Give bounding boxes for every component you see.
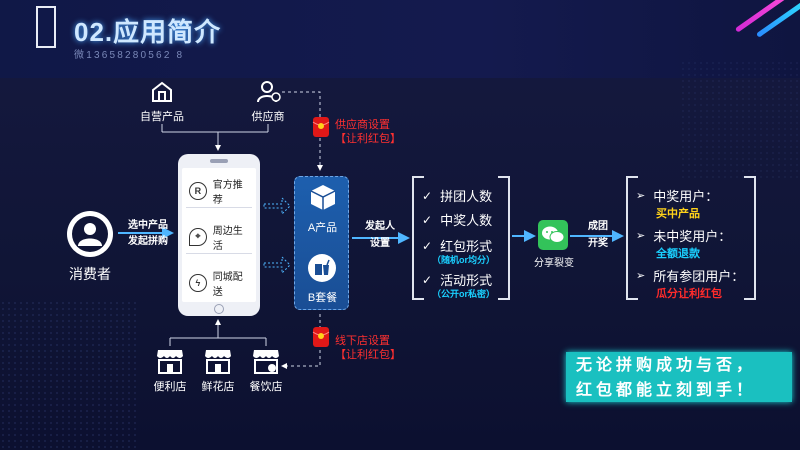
consumer-avatar-icon — [67, 211, 113, 257]
consumer-action: 选中产品 发起拼购 — [120, 218, 176, 250]
product-b-label: B套餐 — [307, 292, 338, 304]
chevron-right-icon: ➢ — [636, 270, 646, 282]
highlight-banner: 无论拼购成功与否， 红包都能立刻到手！ — [566, 352, 792, 402]
store-label: 餐饮店 — [249, 381, 283, 393]
settings-item-label: 中奖人数 — [440, 213, 493, 228]
product-a-label: A产品 — [307, 222, 338, 234]
check-icon: ✓ — [422, 188, 433, 203]
results-bracket-left — [626, 176, 638, 300]
share-label: 分享裂变 — [534, 258, 574, 269]
supplier-setting-line1: 供应商设置 — [335, 119, 390, 131]
initiator-line2: 设置 — [370, 238, 390, 249]
phone-menu-label: 周边生活 — [212, 225, 243, 252]
store-label: 便利店 — [153, 381, 187, 393]
registered-icon: R — [189, 181, 207, 200]
decorative-dots — [0, 300, 140, 450]
result-item: ➢ 未中奖用户： — [636, 226, 731, 245]
offline-setting-label: 线下店设置 【让利红包】 — [335, 334, 401, 362]
settings-item: ✓ 活动形式 — [422, 270, 492, 289]
success-line2: 开奖 — [588, 238, 608, 249]
settings-item: ✓ 红包形式 — [422, 236, 492, 255]
result-item-detail: 全额退款 — [656, 248, 700, 260]
store-building-icon — [152, 81, 172, 102]
chevron-right-icon: ➢ — [636, 230, 646, 242]
phone-screen: R 官方推荐 ⌖ 周边生活 ϟ 同城配送 — [182, 168, 256, 302]
result-item-detail: 买中产品 — [656, 208, 700, 220]
food-combo-icon — [308, 254, 336, 282]
success-label: 成团 开奖 — [576, 218, 620, 252]
consumer-action-line2: 发起拼购 — [128, 236, 168, 247]
initiator-line1: 发起人 — [365, 221, 395, 232]
results-bracket-right — [744, 176, 756, 300]
result-item: ➢ 所有参团用户： — [636, 266, 744, 285]
settings-bracket-left — [412, 176, 424, 300]
location-pin-icon: ⌖ — [189, 227, 207, 246]
settings-item-label: 红包形式 — [440, 239, 493, 254]
title-bracket — [36, 6, 56, 48]
box-icon — [310, 185, 336, 210]
supplier-setting-line2: 【让利红包】 — [335, 133, 401, 145]
convenience-store-icon — [157, 350, 183, 374]
result-item-detail: 瓜分让利红包 — [656, 288, 722, 300]
settings-item-note: （公开or私密） — [432, 289, 496, 299]
banner-line2: 红包都能立刻到手！ — [576, 382, 757, 399]
success-line1: 成团 — [588, 221, 608, 232]
banner-line1: 无论拼购成功与否， — [576, 357, 757, 374]
red-envelope-icon — [312, 117, 330, 137]
phone-menu-item[interactable]: ϟ 同城配送 — [186, 266, 252, 300]
supplier-setting-label: 供应商设置 【让利红包】 — [335, 118, 401, 146]
phone-mockup: R 官方推荐 ⌖ 周边生活 ϟ 同城配送 — [178, 154, 260, 316]
check-icon: ✓ — [422, 238, 433, 253]
supplier-person-icon — [257, 81, 281, 103]
settings-item-label: 活动形式 — [440, 273, 493, 288]
restaurant-icon — [253, 350, 279, 374]
result-item-label: 中奖用户： — [653, 189, 719, 204]
store-label: 鲜花店 — [201, 381, 235, 393]
check-icon: ✓ — [422, 272, 433, 287]
settings-bracket-right — [498, 176, 510, 300]
phone-menu-item[interactable]: R 官方推荐 — [186, 174, 252, 208]
decorative-dots — [680, 60, 800, 180]
red-envelope-icon — [312, 327, 330, 347]
supplier-label: 供应商 — [251, 111, 285, 123]
consumer-label: 消费者 — [69, 266, 111, 282]
result-item-label: 未中奖用户： — [653, 229, 732, 244]
settings-item-label: 拼团人数 — [440, 189, 493, 204]
check-icon: ✓ — [422, 212, 433, 227]
phone-menu-item[interactable]: ⌖ 周边生活 — [186, 220, 252, 254]
page-subtitle: 微13658280562 8 — [74, 50, 185, 61]
chevron-right-icon: ➢ — [636, 190, 646, 202]
wechat-bubbles-icon — [542, 226, 565, 243]
lightning-icon: ϟ — [189, 274, 207, 292]
phone-speaker — [210, 159, 228, 163]
self-product-label: 自营产品 — [140, 111, 184, 123]
result-item-label: 所有参团用户： — [653, 269, 745, 284]
settings-item-note: （随机or均分） — [432, 255, 496, 265]
settings-item: ✓ 中奖人数 — [422, 210, 492, 229]
header-band — [0, 0, 800, 78]
wechat-icon — [538, 220, 568, 250]
settings-item: ✓ 拼团人数 — [422, 186, 492, 205]
flower-shop-icon — [205, 350, 231, 374]
offline-setting-line2: 【让利红包】 — [335, 349, 401, 361]
offline-setting-line1: 线下店设置 — [335, 335, 390, 347]
consumer-action-line1: 选中产品 — [128, 220, 168, 231]
phone-menu-label: 官方推荐 — [212, 179, 243, 206]
phone-menu-label: 同城配送 — [212, 272, 243, 298]
result-item: ➢ 中奖用户： — [636, 186, 718, 205]
product-panel: A产品 B套餐 — [294, 176, 349, 310]
page-title: 02.应用简介 — [74, 17, 222, 47]
phone-home-button — [214, 304, 224, 314]
initiator-label: 发起人 设置 — [356, 218, 404, 252]
